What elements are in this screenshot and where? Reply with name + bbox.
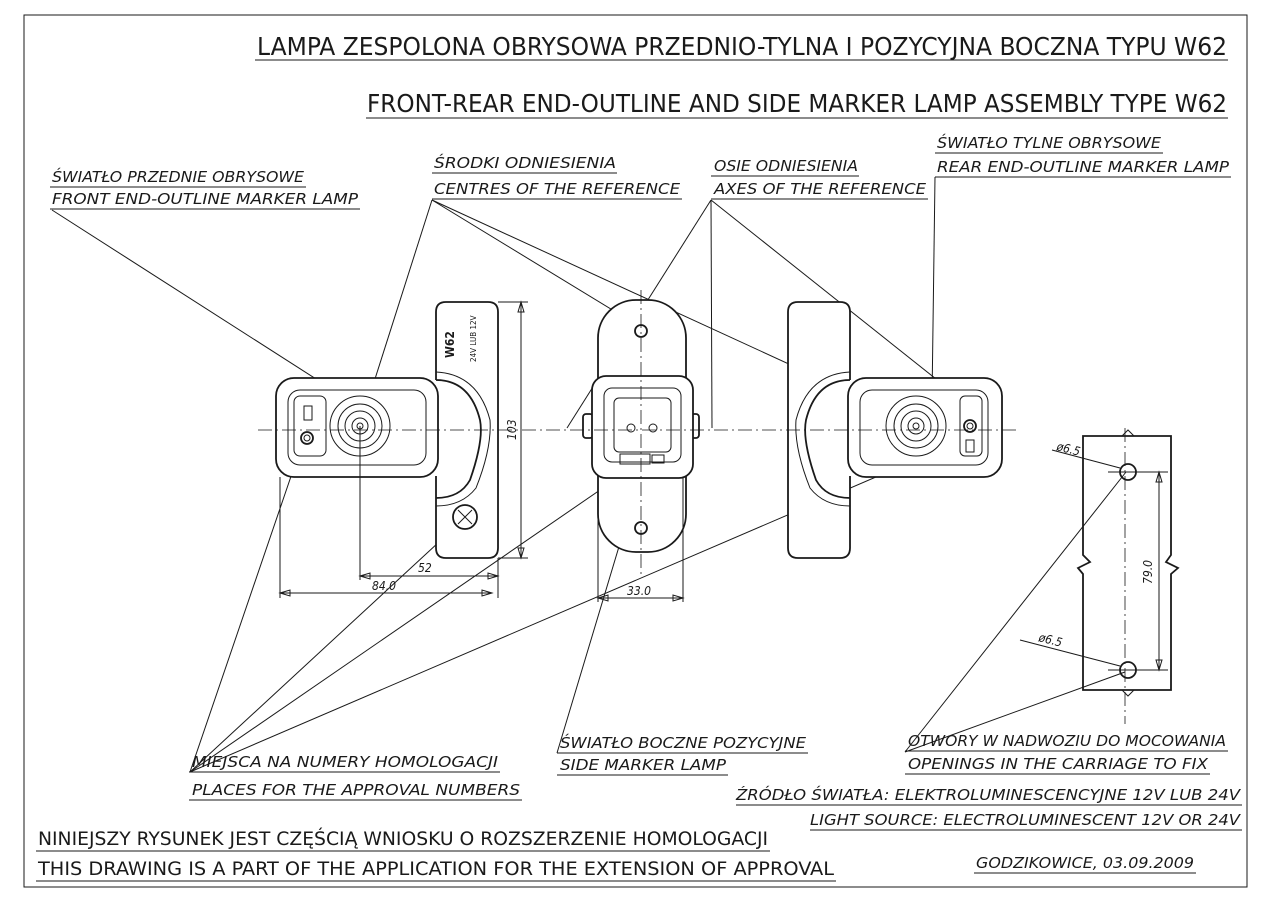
label-centres-pl: ŚRODKI ODNIESIENIA [434, 153, 616, 172]
callout-approval: MIEJSCA NA NUMERY HOMOLOGACJI PLACES FOR… [189, 753, 522, 801]
rear-lamp-body [847, 377, 1003, 478]
front-type-mark: W62 [443, 331, 457, 358]
title-polish: LAMPA ZESPOLONA OBRYSOWA PRZEDNIO-TYLNA … [257, 32, 1227, 61]
label-rear-pl: ŚWIATŁO TYLNE OBRYSOWE [937, 133, 1162, 152]
light-source-en: LIGHT SOURCE: ELECTROLUMINESCENT 12V OR … [810, 811, 1242, 829]
label-holes-pl: OTWORY W NADWOZIU DO MOCOWANIA [908, 732, 1226, 750]
side-lamp-housing [591, 375, 694, 479]
label-approval-en: PLACES FOR THE APPROVAL NUMBERS [192, 781, 521, 799]
hole-bottom-diameter: ø6.5 [1036, 630, 1064, 650]
title-english: FRONT-REAR END-OUTLINE AND SIDE MARKER L… [367, 89, 1227, 118]
side-lamp-view [582, 299, 700, 553]
mounting-hole-pattern: ø6.5 ø6.5 79.0 [1019, 429, 1180, 697]
front-lamp-view: W62 24V LUB 12V [275, 301, 499, 559]
label-front-en: FRONT END-OUTLINE MARKER LAMP [52, 190, 359, 208]
note-polish: NINIEJSZY RYSUNEK JEST CZĘŚCIĄ WNIOSKU O… [38, 826, 768, 850]
dim-offset: 52 [418, 561, 432, 575]
callout-holes: OTWORY W NADWOZIU DO MOCOWANIA OPENINGS … [905, 732, 1228, 775]
callout-centres: ŚRODKI ODNIESIENIA CENTRES OF THE REFERE… [432, 153, 682, 200]
callout-rear-lamp: ŚWIATŁO TYLNE OBRYSOWE REAR END-OUTLINE … [935, 133, 1231, 178]
carriage-section [1076, 435, 1180, 691]
label-axes-en: AXES OF THE REFERENCE [713, 180, 927, 198]
note-english: THIS DRAWING IS A PART OF THE APPLICATIO… [37, 858, 835, 880]
label-holes-en: OPENINGS IN THE CARRIAGE TO FIX [908, 755, 1209, 773]
dim-height: 103 [505, 419, 519, 440]
light-source-pl: ŹRÓDŁO ŚWIATŁA: ELEKTROLUMINESCENCYJNE 1… [735, 785, 1242, 804]
label-side-pl: ŚWIATŁO BOCZNE POZYCYJNE [560, 733, 807, 752]
callout-front-lamp: ŚWIATŁO PRZEDNIE OBRYSOWE FRONT END-OUTL… [50, 167, 360, 210]
dim-side-width: 33.0 [627, 584, 651, 598]
label-side-en: SIDE MARKER LAMP [560, 756, 727, 774]
label-centres-en: CENTRES OF THE REFERENCE [434, 180, 681, 198]
dim-width: 84.0 [372, 579, 396, 593]
dimension-lines: 103 52 84.0 33.0 [278, 300, 685, 602]
hole-spacing-dim: 79.0 [1141, 560, 1155, 584]
label-rear-en: REAR END-OUTLINE MARKER LAMP [937, 158, 1230, 176]
callout-side-lamp: ŚWIATŁO BOCZNE POZYCYJNE SIDE MARKER LAM… [557, 733, 808, 776]
reference-axes [258, 290, 1126, 724]
label-axes-pl: OSIE ODNIESIENIA [714, 157, 858, 175]
approval-mark-front [452, 504, 478, 530]
place-date: GODZIKOWICE, 03.09.2009 [976, 854, 1194, 872]
label-approval-pl: MIEJSCA NA NUMERY HOMOLOGACJI [192, 753, 498, 771]
callout-axes: OSIE ODNIESIENIA AXES OF THE REFERENCE [711, 157, 928, 200]
front-voltage-mark: 24V LUB 12V [469, 315, 478, 362]
drawing-border [23, 14, 1248, 888]
hole-top-diameter: ø6.5 [1054, 439, 1082, 459]
label-front-pl: ŚWIATŁO PRZEDNIE OBRYSOWE [52, 167, 305, 186]
rear-lens-outer [885, 395, 947, 457]
